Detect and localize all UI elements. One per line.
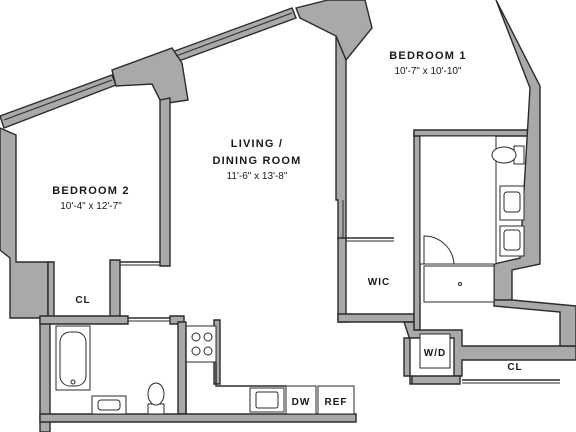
closet-left-wall: [47, 261, 55, 319]
right-bottom-wall: [493, 299, 576, 347]
washer-dryer: [419, 333, 451, 369]
dw-label: DW: [292, 397, 311, 408]
top-left-exterior-wall: [0, 74, 117, 129]
sink-upper: [503, 191, 521, 213]
bedroom2-label: BEDROOM 2: [52, 185, 129, 197]
bath-kitchen-divider: [177, 321, 187, 415]
bedroom2-dims: 10'-4" x 12'-7": [60, 201, 122, 212]
window-right: [175, 12, 293, 57]
burner-2: [203, 332, 213, 342]
wic-bottom-wall: [337, 313, 415, 323]
burner-4: [203, 346, 213, 356]
refrigerator: [317, 385, 355, 415]
bottom-wall: [39, 413, 357, 423]
tub-drain: [70, 379, 76, 385]
bath2-sink: [97, 399, 121, 411]
wic-right-wall: [413, 131, 421, 331]
closet-left-label: CL: [75, 295, 90, 306]
living-bedroom1-partition: [335, 35, 347, 241]
bathtub-basin: [59, 331, 87, 387]
column-block: [111, 47, 189, 105]
sink-lower: [503, 229, 521, 251]
toilet-bowl-right: [491, 146, 517, 164]
bedroom1-bath-top-wall: [413, 129, 537, 137]
living-dims: 11'-6" x 13'-8": [227, 171, 288, 182]
living-label-line2: DINING ROOM: [213, 155, 302, 167]
burner-3: [191, 346, 201, 356]
burner-1: [191, 332, 201, 342]
closet-side-wall: [109, 259, 121, 319]
left-exterior-wall: [0, 127, 49, 319]
wd-label: W/D: [424, 348, 446, 359]
ref-label: REF: [325, 397, 348, 408]
bedroom2-living-partition: [159, 97, 171, 267]
bath-top-wall: [39, 315, 129, 325]
shower-drain: [458, 282, 462, 286]
bedroom1-label: BEDROOM 1: [389, 50, 466, 62]
top-right-column: [295, 0, 373, 62]
dishwasher: [285, 385, 317, 415]
lower-right-wall: [409, 375, 461, 385]
counter-edge: [215, 362, 286, 387]
wic-left-wall: [337, 237, 347, 323]
kitchen-sink: [255, 391, 279, 409]
closet-right-label: CL: [507, 362, 522, 373]
wic-label: WIC: [368, 277, 390, 288]
bedroom1-dims: 10'-7" x 10'-10": [394, 66, 462, 77]
bedroom1-bath-outline: [419, 135, 497, 265]
window-left: [3, 79, 113, 121]
toilet-bowl-left: [147, 382, 165, 406]
cooktop: [185, 325, 217, 363]
shower-door-swing: [423, 235, 455, 265]
living-label-line1: LIVING /: [231, 138, 283, 150]
